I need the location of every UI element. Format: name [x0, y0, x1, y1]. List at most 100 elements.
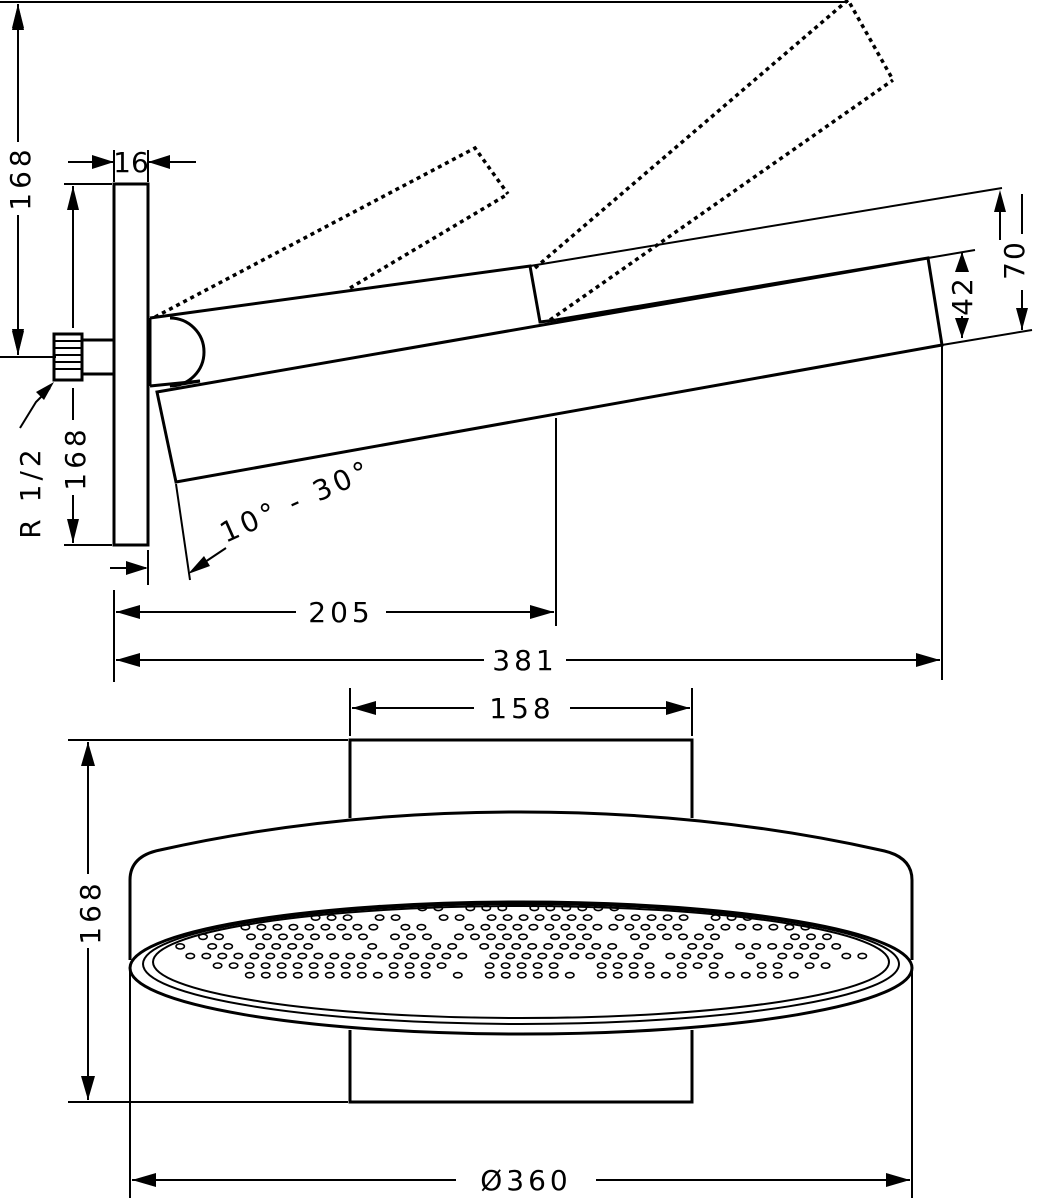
wall-flange: [112, 182, 150, 547]
nozzle: [272, 923, 283, 931]
nozzle: [352, 923, 363, 931]
nozzle: [310, 914, 321, 921]
nozzle: [260, 962, 271, 969]
nozzle: [596, 971, 607, 979]
nozzle: [772, 962, 783, 969]
nozzle: [756, 971, 767, 979]
nozzle: [576, 923, 587, 931]
nozzle: [505, 952, 516, 960]
dim-head-diameter: Ø360: [480, 1164, 571, 1197]
nozzle: [528, 923, 539, 931]
nozzle: [368, 923, 379, 931]
nozzle: [479, 943, 490, 950]
nozzle: [561, 904, 572, 912]
nozzle: [628, 962, 639, 969]
nozzle: [559, 943, 570, 950]
nozzle: [704, 923, 715, 931]
nozzle: [708, 962, 719, 969]
nozzle: [304, 923, 315, 931]
nozzle: [693, 933, 704, 941]
nozzle: [297, 952, 308, 960]
dim-arm-reach: 205: [308, 596, 373, 629]
nozzle: [577, 904, 588, 912]
nozzle: [457, 952, 468, 960]
nozzle: [389, 933, 400, 941]
nozzle: [612, 971, 623, 979]
nozzle: [697, 952, 708, 960]
front-arm-bottom: [348, 1030, 694, 1104]
thread-connector: [52, 332, 116, 382]
nozzle: [185, 952, 196, 960]
nozzle: [404, 971, 415, 979]
nozzle: [783, 943, 794, 950]
nozzle: [549, 933, 560, 941]
nozzle: [489, 952, 500, 960]
tilt-range-outline: [154, 0, 895, 322]
nozzle: [784, 923, 795, 931]
nozzle: [400, 923, 411, 931]
nozzle: [261, 933, 272, 941]
nozzle: [585, 952, 596, 960]
nozzle: [292, 971, 303, 979]
nozzle: [249, 952, 260, 960]
nozzle: [496, 923, 507, 931]
nozzle: [703, 943, 714, 950]
shower-arm: [148, 264, 557, 388]
nozzle: [624, 923, 635, 931]
nozzle: [340, 971, 351, 979]
nozzle: [500, 962, 511, 969]
nozzle: [617, 952, 628, 960]
nozzle: [438, 914, 449, 921]
nozzle: [767, 943, 778, 950]
nozzle: [820, 962, 831, 969]
nozzle: [548, 962, 559, 969]
nozzle: [639, 943, 650, 950]
nozzle: [777, 952, 788, 960]
dim-front-height: 168: [74, 879, 107, 944]
nozzle: [309, 933, 320, 941]
nozzle: [436, 962, 447, 969]
nozzle: [582, 914, 593, 921]
nozzle: [645, 933, 656, 941]
nozzle: [550, 914, 561, 921]
nozzle: [313, 952, 324, 960]
nozzle: [399, 943, 410, 950]
nozzle: [677, 933, 688, 941]
nozzle: [246, 933, 257, 941]
nozzle: [708, 971, 719, 979]
nozzle: [495, 943, 506, 950]
nozzle: [480, 923, 491, 931]
nozzle: [420, 962, 431, 969]
nozzle: [416, 923, 427, 931]
nozzle: [276, 962, 287, 969]
nozzle: [831, 943, 842, 950]
nozzle: [736, 923, 747, 931]
nozzle: [454, 914, 465, 921]
nozzle: [287, 943, 298, 950]
nozzle: [212, 962, 223, 969]
nozzle: [608, 923, 619, 931]
dim-arm-width: 158: [489, 692, 554, 725]
nozzle: [793, 952, 804, 960]
nozzle: [724, 971, 735, 979]
nozzle: [484, 971, 495, 979]
nozzle: [713, 952, 724, 960]
nozzle: [265, 952, 276, 960]
dim-head-thickness: 42: [946, 276, 979, 316]
nozzle: [244, 971, 255, 979]
nozzle: [569, 952, 580, 960]
nozzle: [821, 933, 832, 941]
nozzle: [336, 923, 347, 931]
nozzle: [809, 952, 820, 960]
nozzle: [687, 943, 698, 950]
nozzle: [772, 971, 783, 979]
nozzle: [532, 971, 543, 979]
dim-arm-top-height: 168: [4, 145, 37, 210]
nozzle: [469, 933, 480, 941]
nozzle: [646, 914, 657, 921]
nozzle: [742, 914, 753, 921]
nozzle: [640, 923, 651, 931]
nozzle: [544, 923, 555, 931]
nozzle: [612, 962, 623, 969]
nozzle: [271, 943, 282, 950]
